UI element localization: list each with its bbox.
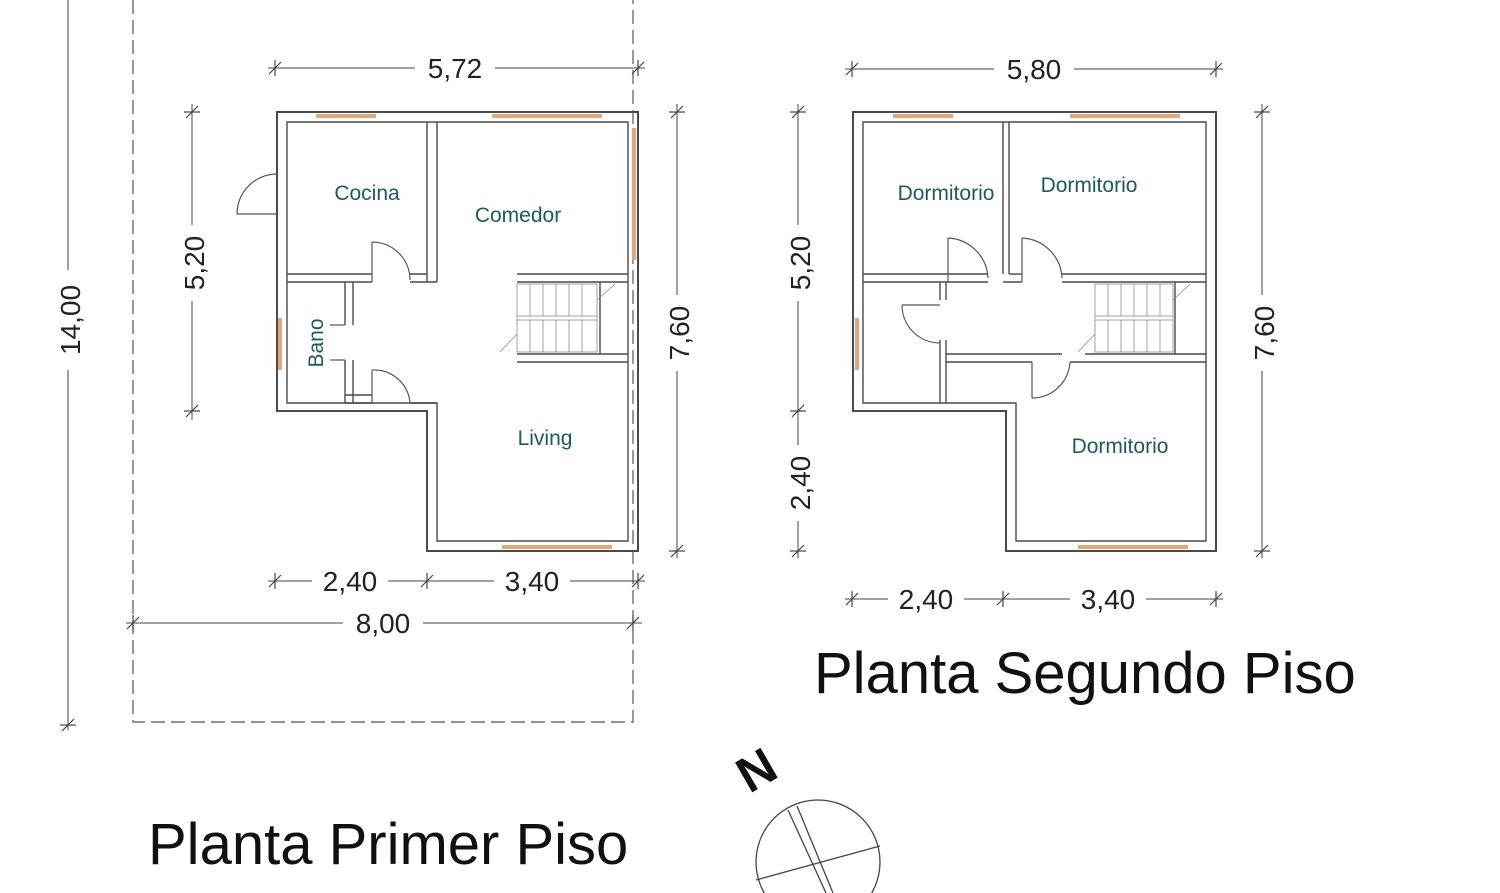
door-entrance <box>236 173 278 215</box>
first-floor-plan: Cocina Comedor Bano Living 5,72 5,20 <box>126 52 695 877</box>
dim-label-first-top-width: 5,72 <box>428 53 483 84</box>
dim-label-second-left-upper: 5,20 <box>785 236 816 291</box>
room-label-living: Living <box>518 427 573 450</box>
room-label-cocina: Cocina <box>334 182 400 205</box>
first-floor-title: Planta Primer Piso <box>148 812 628 877</box>
door-bano <box>330 324 345 361</box>
dimension-second-left-split: 5,20 2,40 <box>782 104 816 558</box>
dimension-lot-depth: 14,00 <box>50 0 86 732</box>
dimension-lot-width: 8,00 <box>126 608 642 639</box>
door-dorm-1 <box>947 237 989 282</box>
dimension-first-top-width: 5,72 <box>268 52 645 84</box>
dim-label-second-right-height: 7,60 <box>1249 306 1280 361</box>
door-cocina <box>371 241 411 282</box>
dimension-first-bottom-split: 2,40 3,40 <box>268 566 645 597</box>
door-dorm-2 <box>1021 237 1063 282</box>
dimension-second-right-height: 7,60 <box>1246 104 1280 558</box>
dimension-first-right-height: 7,60 <box>661 104 695 558</box>
dim-label-second-left-lower: 2,40 <box>785 456 816 511</box>
dim-label-first-bottom-left: 2,40 <box>323 566 378 597</box>
door-hall-room <box>901 304 941 344</box>
stairs-first-floor <box>499 283 616 353</box>
dimension-second-top-width: 5,80 <box>845 53 1223 85</box>
north-arrow: N <box>727 737 881 893</box>
second-floor-title: Planta Segundo Piso <box>814 641 1356 706</box>
dim-label-lot-width: 8,00 <box>356 608 411 639</box>
north-label: N <box>727 737 786 804</box>
room-label-dormitorio-1: Dormitorio <box>898 182 995 205</box>
second-floor-plan: Dormitorio Dormitorio Dormitorio 5,80 5,… <box>782 53 1356 706</box>
room-label-dormitorio-3: Dormitorio <box>1072 435 1169 458</box>
door-living <box>371 369 411 404</box>
compass-circle <box>755 799 881 893</box>
lot-outline <box>132 0 634 723</box>
dimension-second-bottom-split: 2,40 3,40 <box>845 584 1223 615</box>
room-label-comedor: Comedor <box>475 204 561 227</box>
room-label-dormitorio-2: Dormitorio <box>1041 174 1138 197</box>
dim-label-first-left-height: 5,20 <box>179 236 210 291</box>
dim-label-first-right-height: 7,60 <box>664 306 695 361</box>
stairs-second-floor <box>1077 283 1191 353</box>
door-dorm-3 <box>1031 361 1071 399</box>
dim-label-second-bottom-right: 3,40 <box>1081 584 1136 615</box>
dim-label-first-bottom-right: 3,40 <box>505 566 560 597</box>
dim-label-second-top-width: 5,80 <box>1007 54 1062 85</box>
dimension-first-left-height: 5,20 <box>176 104 210 420</box>
room-label-bano: Bano <box>305 318 328 367</box>
dim-label-lot-depth: 14,00 <box>55 285 86 355</box>
dim-label-second-bottom-left: 2,40 <box>899 584 954 615</box>
